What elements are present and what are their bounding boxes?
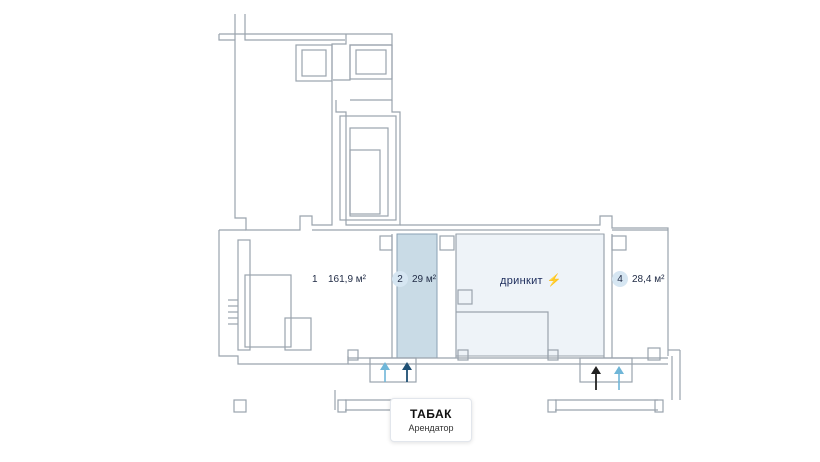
unit-2-highlight[interactable] — [396, 233, 438, 359]
unit-2-number: 2 — [392, 271, 408, 287]
lightning-icon: ⚡ — [546, 273, 563, 287]
unit-1-number: 1 — [312, 274, 318, 285]
drinkit-name: дринкит — [500, 275, 543, 287]
unit-1-area: 161,9 м² — [328, 274, 367, 285]
walls — [218, 14, 681, 413]
tenant-name: ТАБАК — [410, 407, 452, 421]
unit-2-area: 29 м² — [412, 274, 437, 285]
entrance-arrow-unit-2 — [402, 362, 412, 382]
tenant-subtitle: Арендатор — [408, 423, 454, 433]
entrance-arrow-unit-1 — [380, 362, 390, 382]
unit-4-number: 4 — [612, 271, 628, 287]
entrance-arrow-unit-4 — [614, 366, 624, 390]
entrance-arrow-drinkit — [591, 366, 601, 390]
tenant-card[interactable]: ТАБАК Арендатор — [390, 398, 472, 442]
drinkit-label: дринкит⚡ — [500, 273, 562, 287]
drinkit-area[interactable] — [455, 233, 605, 357]
unit-4-area: 28,4 м² — [632, 274, 665, 285]
